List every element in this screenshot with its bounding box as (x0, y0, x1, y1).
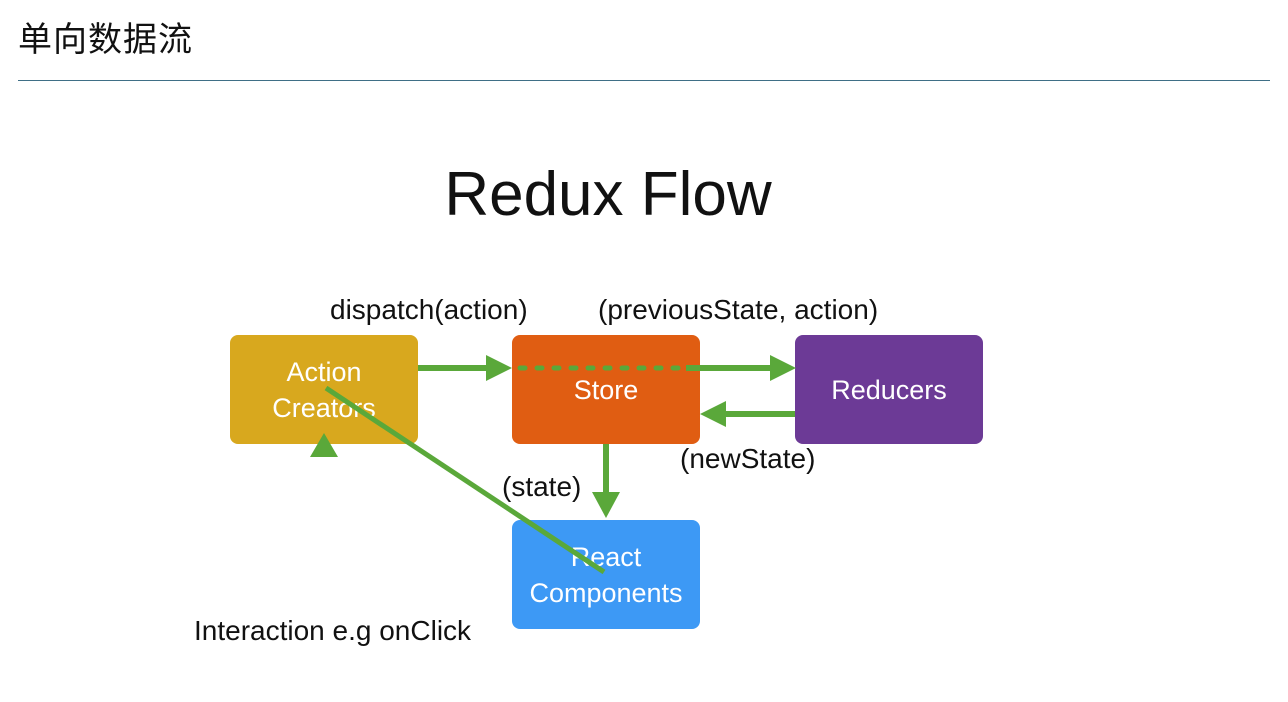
dispatch-label: dispatch(action) (330, 294, 528, 325)
reducers-node: Reducers (795, 335, 983, 444)
new-state-arrow (700, 401, 795, 427)
dispatch-arrow (418, 355, 512, 381)
react-components-label-line2: Components (529, 577, 683, 608)
state-label: (state) (502, 471, 582, 502)
heading-divider (18, 80, 1270, 81)
react-components-label-line1: React (570, 541, 642, 572)
store-node: Store (512, 335, 700, 444)
previous-state-label: (previousState, action) (598, 294, 879, 325)
interaction-label: Interaction e.g onClick (194, 615, 472, 646)
store-label: Store (573, 374, 639, 405)
previous-state-arrow (686, 355, 796, 381)
action-creators-node: Action Creators (230, 335, 418, 444)
state-arrow (592, 444, 620, 518)
page-title: 单向数据流 (18, 20, 193, 60)
react-components-node: React Components (512, 520, 700, 629)
new-state-label: (newState) (680, 443, 816, 474)
reducers-label: Reducers (831, 374, 947, 405)
action-creators-label-line1: Action (286, 356, 362, 387)
diagram-title: Redux Flow (444, 160, 772, 229)
action-creators-label-line2: Creators (272, 392, 376, 423)
